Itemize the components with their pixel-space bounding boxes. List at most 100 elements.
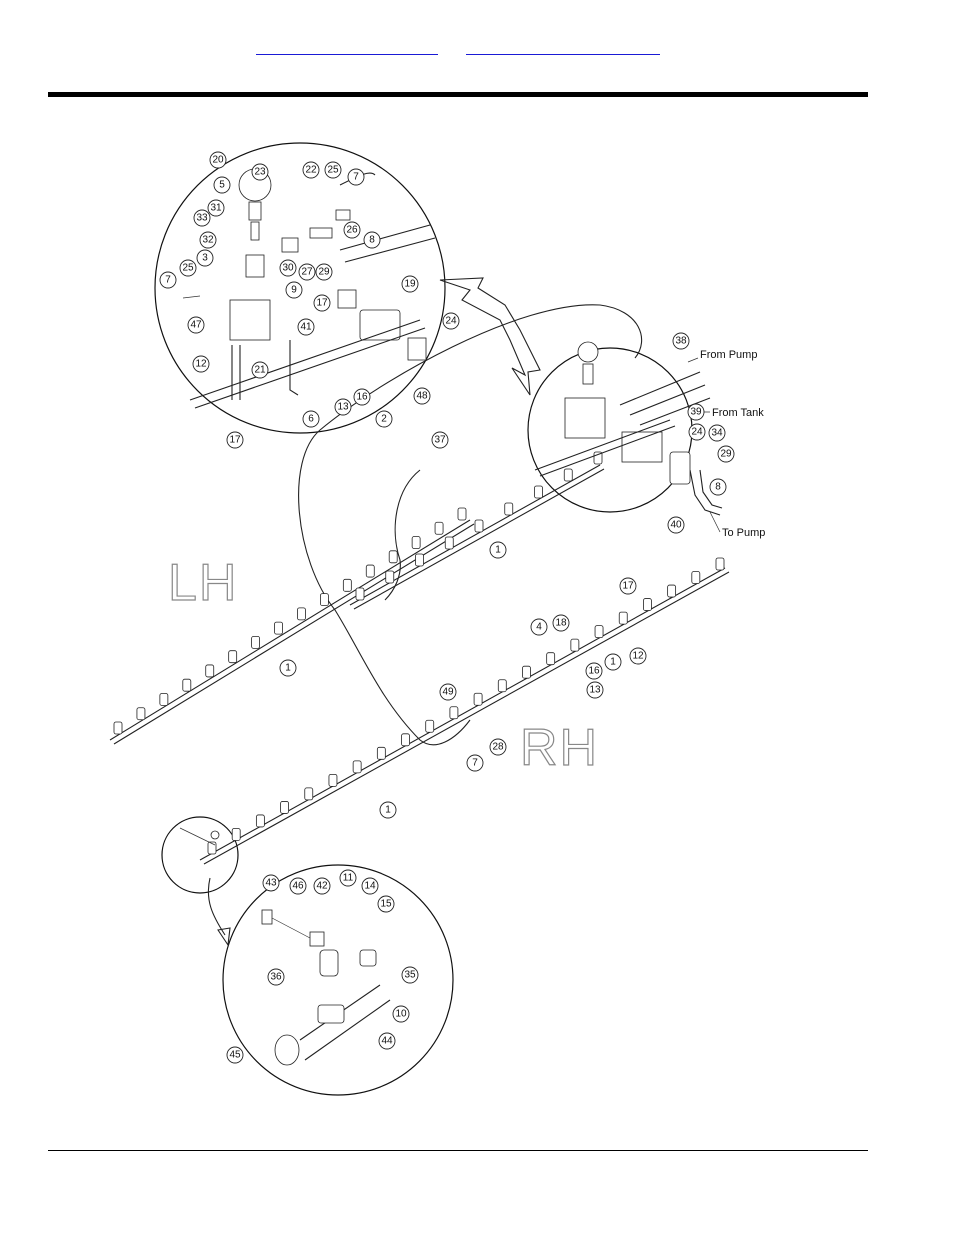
callout-number: 17 — [316, 298, 328, 309]
callout-47: 47 — [188, 317, 204, 333]
callout-1: 1 — [490, 542, 506, 558]
callout-39: 39 — [688, 404, 704, 420]
callout-29: 29 — [718, 446, 734, 462]
spray-nozzle — [386, 571, 394, 583]
spray-nozzle — [619, 612, 627, 624]
spray-nozzle — [445, 537, 453, 549]
spray-nozzle — [402, 734, 410, 746]
callout-number: 1 — [285, 663, 291, 674]
callout-number: 8 — [369, 235, 375, 246]
callout-number: 24 — [691, 427, 703, 438]
callout-44: 44 — [379, 1033, 395, 1049]
callout-number: 25 — [182, 263, 194, 274]
spray-nozzle — [275, 622, 283, 634]
note-from-tank: From Tank — [712, 407, 764, 419]
spray-nozzle — [668, 585, 676, 597]
callout-16: 16 — [586, 663, 602, 679]
callout-48: 48 — [414, 388, 430, 404]
callout-19: 19 — [402, 276, 418, 292]
callout-4: 4 — [531, 619, 547, 635]
detail-arrow — [440, 278, 540, 395]
callout-number: 48 — [416, 391, 428, 402]
callout-1: 1 — [605, 654, 621, 670]
callout-1: 1 — [380, 802, 396, 818]
callout-36: 36 — [268, 969, 284, 985]
callout-24: 24 — [689, 424, 705, 440]
callout-number: 40 — [670, 520, 682, 531]
callout-number: 15 — [380, 899, 392, 910]
callout-number: 20 — [212, 155, 224, 166]
callout-number: 22 — [305, 165, 317, 176]
callout-number: 4 — [536, 622, 542, 633]
callout-9: 9 — [286, 282, 302, 298]
callout-number: 1 — [495, 545, 501, 556]
callout-number: 13 — [589, 685, 601, 696]
callout-10: 10 — [393, 1006, 409, 1022]
callout-number: 23 — [254, 167, 266, 178]
callout-number: 11 — [343, 873, 354, 884]
spray-nozzle — [571, 639, 579, 651]
spray-nozzle — [692, 572, 700, 584]
callout-number: 34 — [711, 428, 723, 439]
spray-nozzle — [716, 558, 724, 570]
callout-27: 27 — [299, 264, 315, 280]
spray-nozzle — [450, 707, 458, 719]
callout-35: 35 — [402, 967, 418, 983]
callout-17: 17 — [620, 578, 636, 594]
callout-number: 35 — [404, 970, 416, 981]
spray-nozzle — [183, 679, 191, 691]
callout-28: 28 — [490, 739, 506, 755]
spray-nozzle — [206, 665, 214, 677]
callout-1: 1 — [280, 660, 296, 676]
callout-21: 21 — [252, 362, 268, 378]
callout-number: 12 — [632, 651, 644, 662]
spray-nozzle — [416, 554, 424, 566]
spray-nozzle — [305, 788, 313, 800]
callout-number: 39 — [690, 407, 702, 418]
callout-17: 17 — [227, 432, 243, 448]
spray-nozzle — [505, 503, 513, 515]
spray-nozzle — [426, 720, 434, 732]
callout-number: 9 — [291, 285, 297, 296]
callout-number: 16 — [356, 392, 368, 403]
spray-nozzle — [252, 636, 260, 648]
callout-number: 45 — [229, 1050, 241, 1061]
callout-number: 44 — [381, 1036, 393, 1047]
callout-6: 6 — [303, 411, 319, 427]
boom-right — [200, 568, 725, 860]
callout-number: 26 — [346, 225, 358, 236]
callout-number: 42 — [316, 881, 328, 892]
callout-26: 26 — [344, 222, 360, 238]
callout-number: 17 — [229, 435, 241, 446]
callout-number: 30 — [282, 263, 294, 274]
callout-number: 21 — [254, 365, 266, 376]
spray-nozzle — [595, 626, 603, 638]
callout-46: 46 — [290, 878, 306, 894]
callout-31: 31 — [208, 200, 224, 216]
callout-number: 10 — [395, 1009, 407, 1020]
callout-43: 43 — [263, 875, 279, 891]
callout-number: 41 — [300, 322, 312, 333]
callout-number: 28 — [492, 742, 504, 753]
callout-7: 7 — [467, 755, 483, 771]
callout-number: 13 — [337, 402, 349, 413]
spray-nozzle — [114, 722, 122, 734]
detail-bubble-small — [162, 817, 238, 893]
callout-number: 24 — [445, 316, 457, 327]
spray-nozzle — [297, 608, 305, 620]
callout-number: 3 — [202, 253, 208, 264]
callout-49: 49 — [440, 684, 456, 700]
spray-nozzle — [458, 508, 466, 520]
callout-16: 16 — [354, 389, 370, 405]
callout-8: 8 — [364, 232, 380, 248]
callout-42: 42 — [314, 878, 330, 894]
callout-number: 25 — [327, 165, 339, 176]
callout-14: 14 — [362, 878, 378, 894]
spray-nozzle — [137, 708, 145, 720]
spray-nozzle — [643, 599, 651, 611]
callout-number: 27 — [301, 267, 313, 278]
spray-nozzle — [475, 520, 483, 532]
callout-37: 37 — [432, 432, 448, 448]
callout-25: 25 — [180, 260, 196, 276]
callout-23: 23 — [252, 164, 268, 180]
